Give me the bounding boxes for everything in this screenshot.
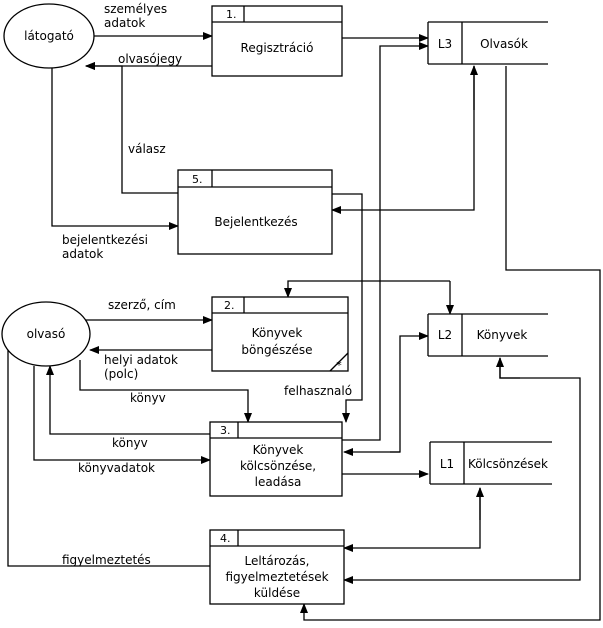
flow-konyv-out <box>46 365 210 435</box>
label-helyi-adatok: (polc) <box>104 367 138 381</box>
process-label: Könyvek <box>253 443 304 457</box>
flow-labels: személyes adatok olvasójegy válasz bejel… <box>62 2 352 567</box>
flow-olvasok-leltarozas <box>300 66 601 621</box>
flow-olvasok-bejelentkezes <box>331 66 475 214</box>
store-L2-konyvek: L2 Könyvek <box>427 313 548 357</box>
process-number: 3. <box>220 424 231 437</box>
process-5-bejelentkezes: 5. Bejelentkezés <box>177 169 333 255</box>
process-label: Könyvek <box>252 326 303 340</box>
label-bejelentkezesi-adatok: bejelentkezési <box>62 233 148 247</box>
flow-p3-to-konyvek <box>390 332 429 453</box>
process-marker: * <box>336 359 342 372</box>
label-konyvadatok: könyvadatok <box>78 461 155 475</box>
label-bejelentkezesi-adatok: adatok <box>62 247 103 261</box>
entity-latogato: látogató <box>3 3 95 69</box>
process-number: 4. <box>220 532 231 545</box>
label-valasz: válasz <box>128 142 166 156</box>
process-label: böngészése <box>241 343 312 357</box>
process-label: Leltározás, <box>245 554 310 568</box>
process-label: figyelmeztetések <box>225 570 328 584</box>
label-konyv: könyv <box>130 391 166 405</box>
process-label: kölcsönzése, <box>240 459 316 473</box>
label-szemelyes-adatok: személyes <box>104 2 167 16</box>
process-number: 2. <box>224 299 235 312</box>
store-L1-kolcsonzesek: L1 Kölcsönzések <box>429 441 552 485</box>
flow-konyvadatok <box>33 366 211 464</box>
label-helyi-adatok: helyi adatok <box>104 353 178 367</box>
label-konyv: könyv <box>112 436 148 450</box>
flow-leltarozas-konyvek-arrowhead <box>496 357 520 379</box>
label-felhasznalo: felhasznaló <box>284 384 352 398</box>
label-figyelmeztetes: figyelmeztetés <box>62 553 151 567</box>
flow-felhasznalo <box>332 193 363 423</box>
flow-bejelentkezesi-adatok <box>51 68 179 230</box>
label-szemelyes-adatok: adatok <box>104 16 145 30</box>
flow-kolcsonzesek-leltarozas <box>343 488 481 552</box>
process-3-konyvek-kolcsonzese: 3. Könyvek kölcsönzése, leadása <box>209 421 343 497</box>
entity-olvaso-label: olvasó <box>27 327 66 341</box>
entity-olvaso: olvasó <box>1 301 91 367</box>
entity-latogato-label: látogató <box>24 29 74 43</box>
process-2-konyvek-bongeszese: 2. Könyvek böngészése * <box>211 296 349 372</box>
process-label: Regisztráció <box>241 41 314 55</box>
flow-figyelmeztetes <box>3 333 210 567</box>
process-1-regisztracio: 1. Regisztráció <box>211 5 343 77</box>
flow-p3-to-olvasok <box>342 42 429 441</box>
store-name: Könyvek <box>477 328 528 342</box>
flow-lines <box>3 32 601 621</box>
store-L3-olvasok: L3 Olvasók <box>427 21 548 65</box>
process-number: 5. <box>192 173 203 186</box>
store-code: L3 <box>438 37 452 51</box>
process-number: 1. <box>226 8 237 21</box>
process-4-leltarozas: 4. Leltározás, figyelmeztetések küldése <box>209 529 345 605</box>
store-name: Olvasók <box>480 37 528 51</box>
flow-konyv-in <box>79 360 252 423</box>
label-szerzo-cim: szerző, cím <box>108 298 176 312</box>
label-olvasojegy: olvasójegy <box>118 52 182 66</box>
process-label: leadása <box>255 475 302 489</box>
flow-konyvek-bongeszes <box>284 280 450 298</box>
store-code: L2 <box>438 328 452 342</box>
process-label: küldése <box>254 586 300 600</box>
store-code: L1 <box>440 457 454 471</box>
store-name: Kölcsönzések <box>468 457 548 471</box>
process-label: Bejelentkezés <box>214 215 297 229</box>
flow-valasz <box>85 62 178 194</box>
